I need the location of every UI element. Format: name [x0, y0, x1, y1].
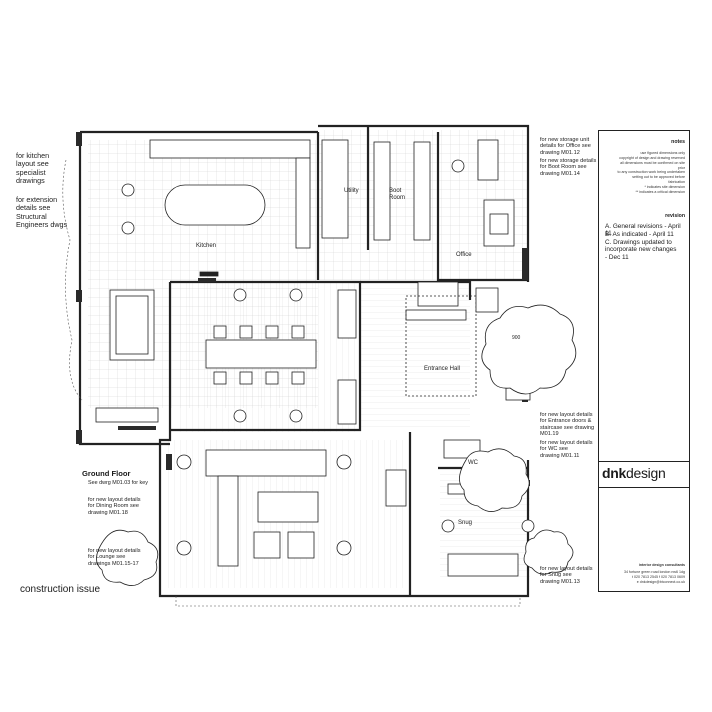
- note-snug: for new layout details for Snug see draw…: [540, 566, 593, 585]
- note-boot-room-storage: for new storage details for Boot Room se…: [540, 158, 597, 177]
- room-label-office: Office: [456, 252, 472, 258]
- dining-fittings: [205, 288, 357, 425]
- note-extension-details: for extension details see Structural Eng…: [16, 195, 68, 229]
- lounge-fittings: [176, 449, 407, 567]
- key-note: See dwrg M01.03 for key: [88, 480, 148, 486]
- title-block: notes use figured dimensions only copyri…: [598, 130, 690, 592]
- notes-title: notes: [671, 139, 685, 145]
- room-label-entrance-hall: Entrance Hall: [424, 366, 461, 372]
- dimension-label: 900: [512, 335, 521, 341]
- revision-b: B. As indicated - April 11: [605, 231, 674, 238]
- plan-title: Ground Floor: [82, 469, 131, 478]
- construction-status: construction issue: [20, 584, 101, 595]
- kitchen-fittings: [95, 139, 311, 423]
- extension-outline: [62, 159, 521, 607]
- brand-logo: dnkdesign: [602, 465, 666, 481]
- revision-title: revision: [665, 213, 685, 219]
- planting-clouds: [96, 304, 577, 586]
- note-kitchen-layout: for kitchen layout see specialist drawin…: [16, 151, 50, 185]
- company-name: interior design consultants: [638, 563, 685, 567]
- notes-text: use figured dimensions only copyright of…: [617, 151, 685, 194]
- revision-c: C. Drawings updated to incorporate new c…: [605, 239, 677, 261]
- note-dining-room: for new layout details for Dining Room s…: [88, 497, 141, 516]
- rear-rooms-fittings: [321, 139, 515, 247]
- room-label-utility: Utility: [344, 188, 359, 194]
- walls: [78, 124, 530, 598]
- room-label-snug: Snug: [458, 520, 473, 526]
- room-label-wc: WC: [468, 460, 478, 466]
- note-lounge: for new layout details for Lounge see dr…: [88, 548, 141, 567]
- note-office-storage: for new storage unit details for Office …: [540, 137, 591, 156]
- company-address: 34 fortune green road london nw6 1dg t 0…: [624, 570, 685, 584]
- room-label-boot-room: Boot Room: [389, 188, 406, 201]
- room-label-kitchen: Kitchen: [196, 243, 217, 249]
- note-wc: for new layout details for WC see drawin…: [540, 440, 593, 459]
- revision-a: A. General revisions - April 11: [605, 223, 681, 238]
- note-entrance-staircase: for new layout details for Entrance door…: [540, 412, 595, 438]
